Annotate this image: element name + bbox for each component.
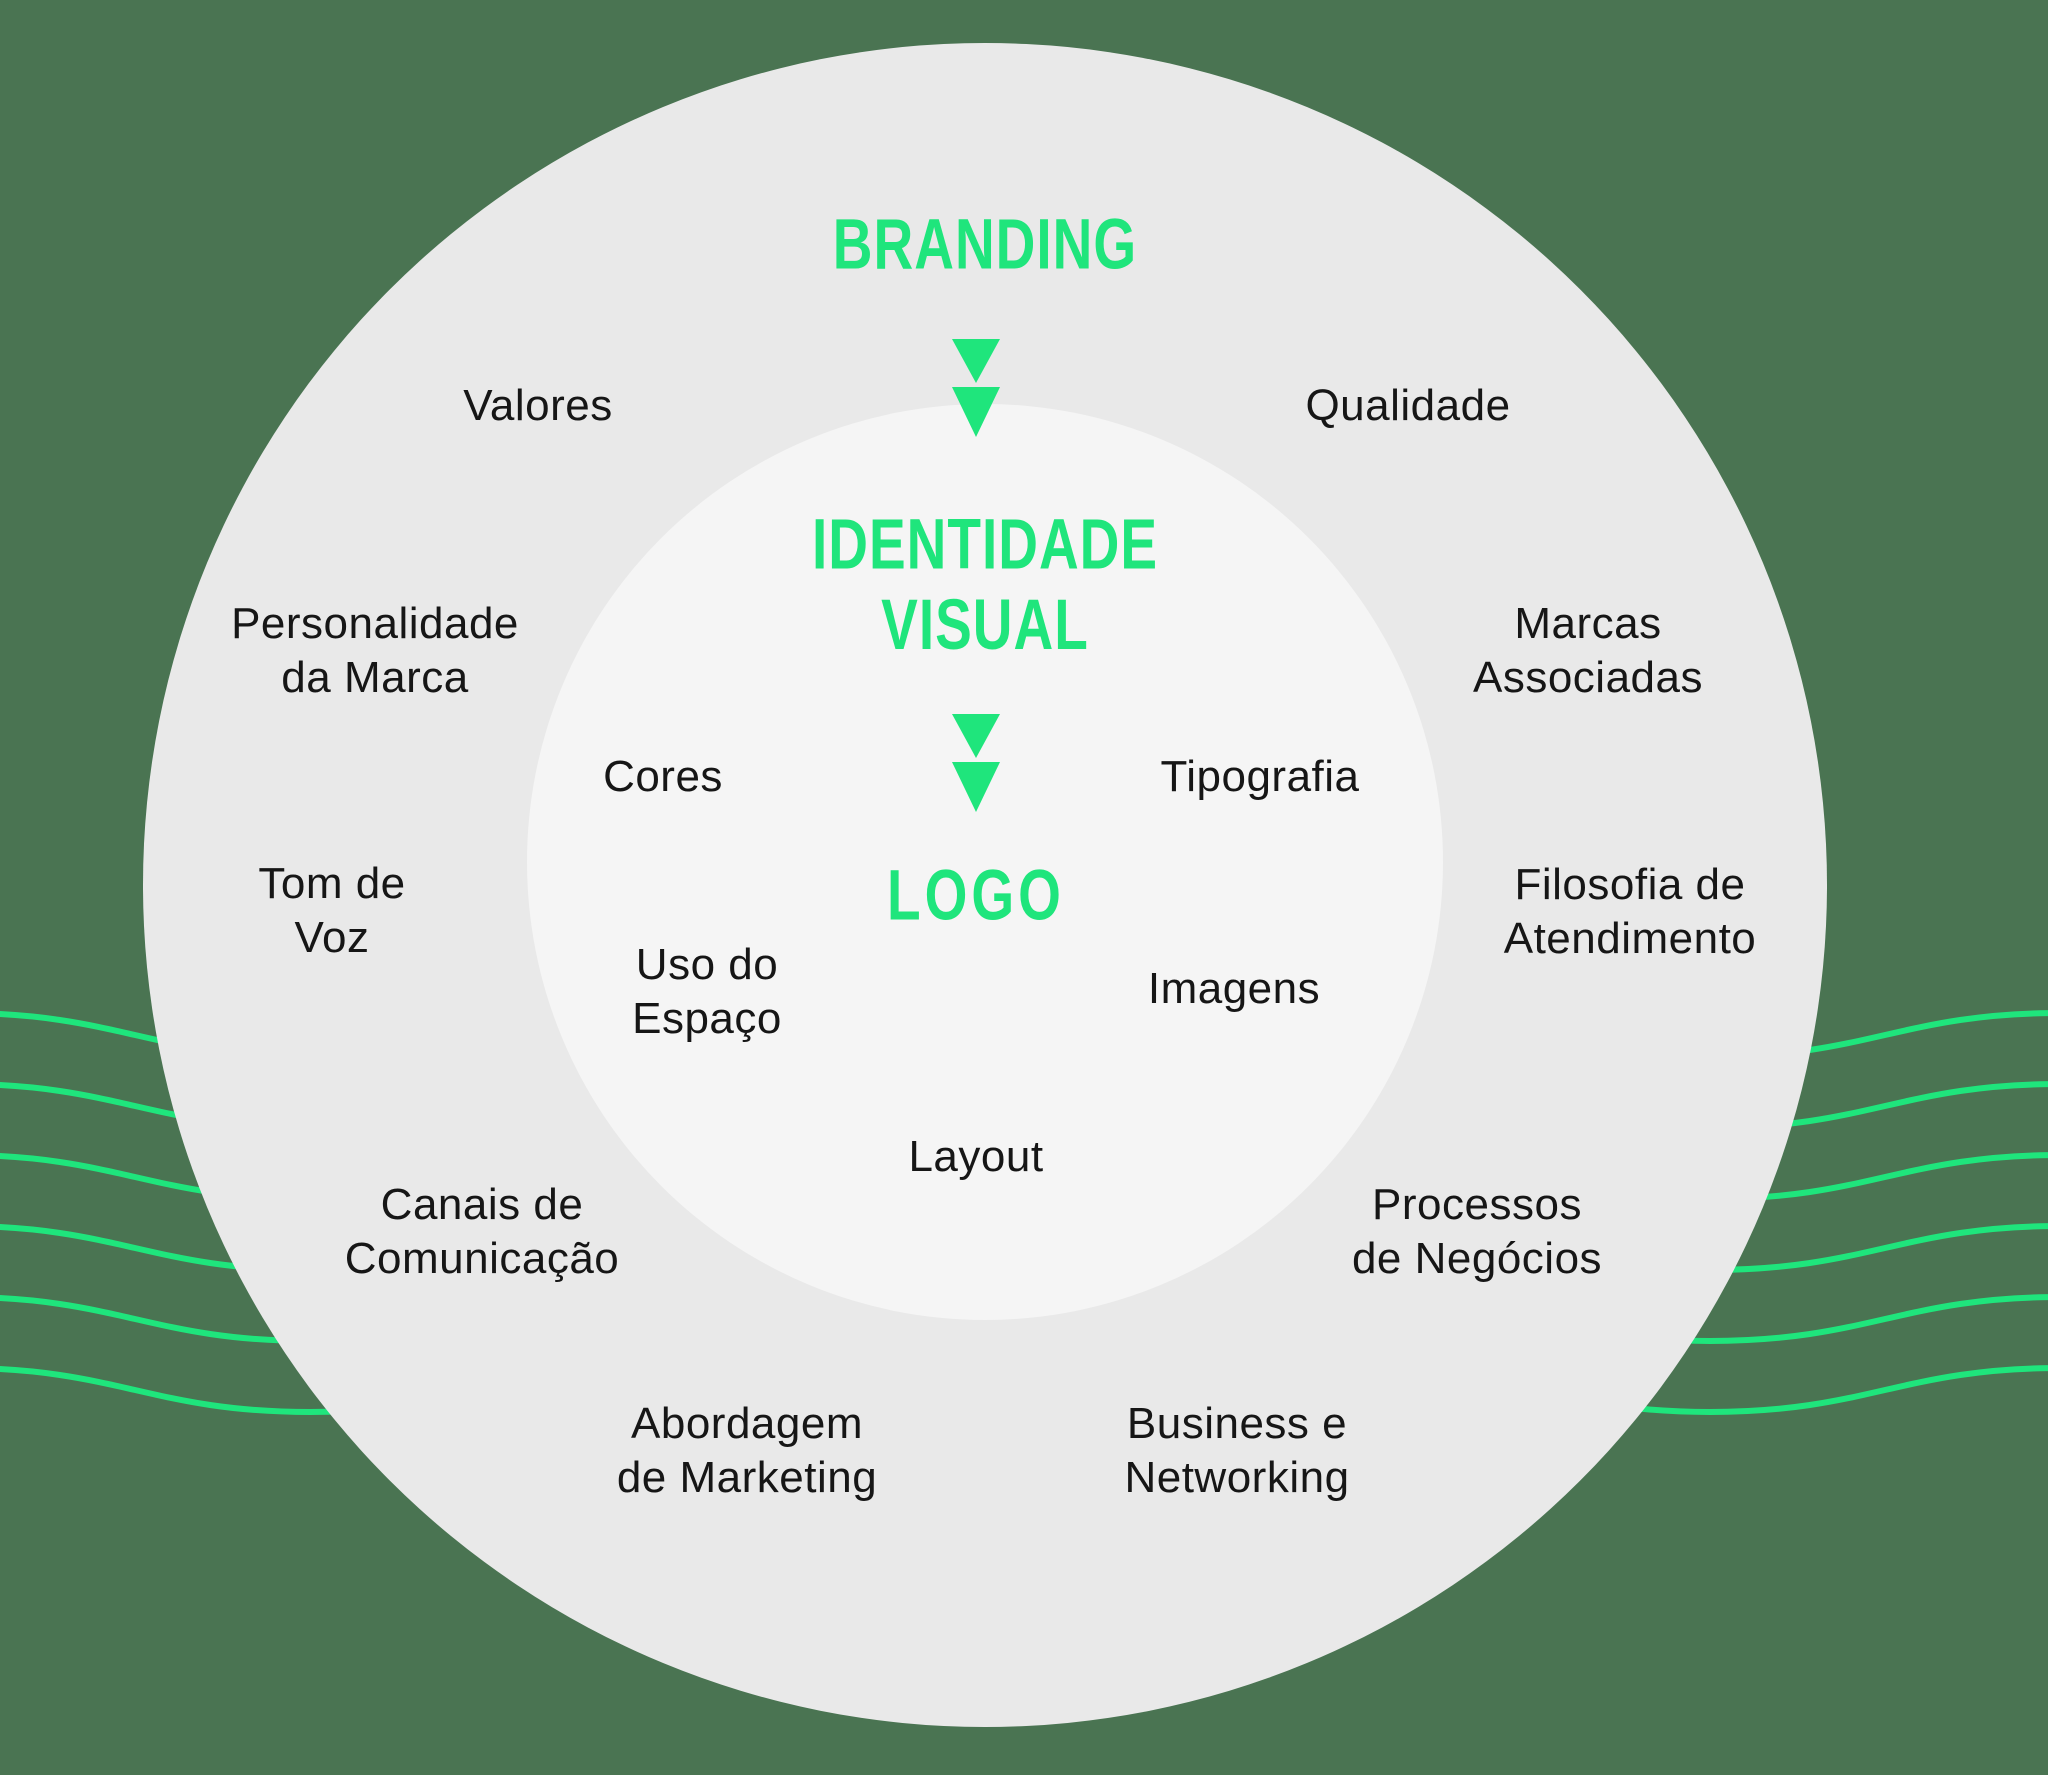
label-filosofia-de-atendimento: Filosofia de Atendimento [1503,860,1757,963]
label-tom-de-voz: Tom de Voz [258,859,406,962]
identidade-visual-title: IDENTIDADE VISUAL [811,503,1159,665]
label-business-e-networking: Business e Networking [1124,1399,1350,1502]
double-down-arrow-icon [952,714,1000,812]
label-canais-de-comunicacao: Canais de Comunicação [344,1180,620,1283]
label-layout: Layout [908,1132,1044,1181]
label-processos-de-negocios: Processos de Negócios [1351,1180,1603,1283]
label-abordagem-de-marketing: Abordagem de Marketing [616,1399,878,1502]
label-personalidade-da-marca: Personalidade da Marca [231,599,519,702]
label-imagens: Imagens [1147,964,1321,1013]
label-qualidade: Qualidade [1305,381,1511,430]
double-down-arrow-icon [952,339,1000,437]
label-uso-do-espaco: Uso do Espaço [632,940,782,1043]
label-cores: Cores [603,752,723,801]
branding-title: BRANDING [832,203,1138,285]
label-marcas-associadas: Marcas Associadas [1472,599,1704,702]
label-valores: Valores [463,381,613,430]
label-tipografia: Tipografia [1160,752,1360,801]
logo-title: LOGO [887,854,1065,936]
inner-ring-identidade-visual [527,404,1443,1320]
